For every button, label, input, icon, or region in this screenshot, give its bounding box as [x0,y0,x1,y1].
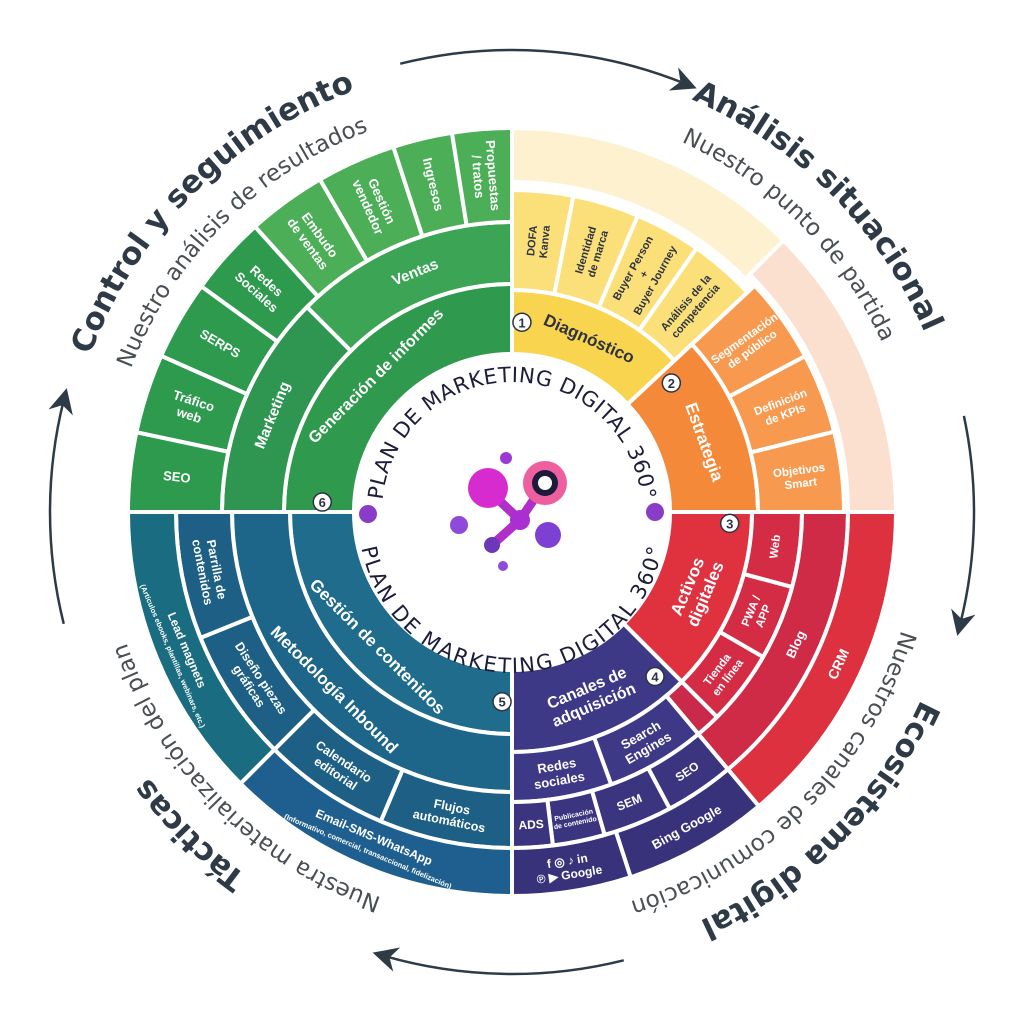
sectors [125,125,899,899]
cycle-arrow-icon [372,947,625,976]
red-item-label: Web [768,534,783,559]
blue-item-label: Flujosautomáticos [412,793,490,835]
badge-6-number: 6 [319,495,326,510]
badge-3-number: 3 [726,516,733,531]
cycle-arrows [48,48,976,976]
badge-3 [719,513,740,534]
cycle-arrow-icon [951,415,976,636]
green-item-label: SEO [162,468,191,486]
badge-2 [661,373,682,393]
section-title: Tácticas [126,772,252,898]
badge-5 [492,691,512,712]
cycle-arrow-icon [399,48,697,91]
badge-6 [312,492,333,512]
badge-4 [645,666,665,687]
ring-dot-right [646,503,664,521]
ring-dot-left [359,505,377,523]
purple-item-label: ADS [518,817,544,833]
badge-4-number: 4 [651,670,659,685]
badge-1 [512,312,532,333]
badge-1-number: 1 [518,315,525,330]
cycle-arrow-icon [48,388,73,625]
badge-2-number: 2 [668,376,675,391]
yellow-item-label: DOFAKanva [525,223,553,259]
green-item [449,125,514,228]
molecule-logo-icon [450,452,567,571]
green-item-label: Propuestas/ tratos [468,140,503,213]
badge-5-number: 5 [498,695,505,710]
